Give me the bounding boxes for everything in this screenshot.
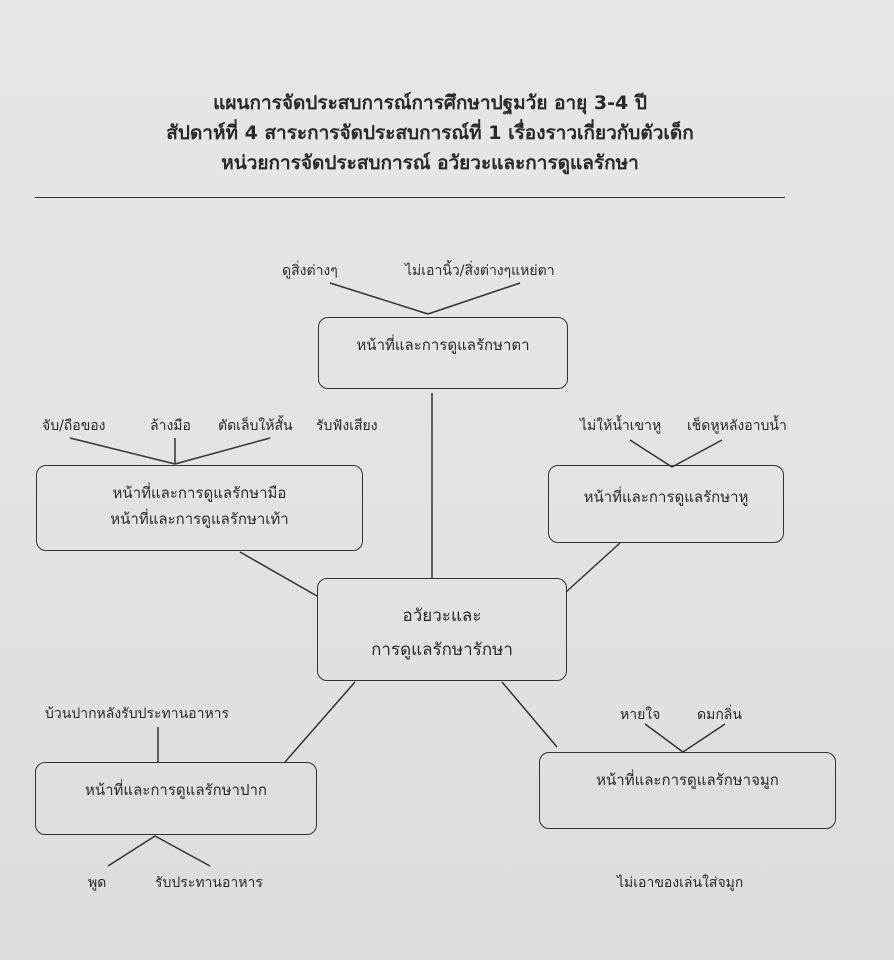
mouth-item: บ้วนปากหลังรับประทานอาหาร bbox=[45, 706, 230, 722]
mouth-item: รับประทานอาหาร bbox=[155, 875, 263, 891]
nose-node: หน้าที่และการดูแลรักษาจมูก bbox=[539, 752, 836, 829]
ear-item: เช็ดหูหลังอาบน้ำ bbox=[687, 418, 787, 434]
center-node: อวัยวะและ การดูแลรักษารักษา bbox=[317, 578, 567, 681]
mouth-node-label: หน้าที่และการดูแลรักษาปาก bbox=[84, 781, 267, 799]
eye-item: ดูสิ่งต่างๆ bbox=[282, 263, 338, 279]
mouth-item: พูด bbox=[88, 875, 107, 891]
connector bbox=[107, 835, 156, 867]
eye-item: ไม่เอานิ้ว/สิ่งต่างๆแหย่ตา bbox=[405, 263, 555, 279]
connector bbox=[671, 439, 723, 468]
center-label-2: การดูแลรักษารักษา bbox=[371, 640, 513, 660]
connector bbox=[629, 439, 673, 468]
nose-item: หายใจ bbox=[620, 707, 661, 723]
connector bbox=[154, 835, 211, 867]
divider bbox=[35, 197, 785, 198]
eye-node: หน้าที่และการดูแลรักษาตา bbox=[318, 317, 568, 389]
foot-node-label: หน้าที่และการดูแลรักษาเท้า bbox=[110, 510, 289, 528]
connector bbox=[682, 723, 726, 753]
hand-foot-node: หน้าที่และการดูแลรักษามือ หน้าที่และการด… bbox=[36, 465, 363, 551]
connector bbox=[565, 542, 621, 593]
hand-item: จับ/ถือของ bbox=[42, 418, 106, 434]
hand-item: ตัดเล็บให้สั้น bbox=[218, 418, 293, 434]
nose-node-label: หน้าที่และการดูแลรักษาจมูก bbox=[596, 771, 779, 789]
title-line-2: สัปดาห์ที่ 4 สาระการจัดประสบการณ์ที่ 1 เ… bbox=[166, 122, 694, 144]
hand-node-label: หน้าที่และการดูแลรักษามือ bbox=[112, 484, 287, 502]
mouth-node: หน้าที่และการดูแลรักษาปาก bbox=[35, 762, 317, 835]
hand-item: รับฟังเสียง bbox=[316, 418, 378, 434]
eye-node-label: หน้าที่และการดูแลรักษาตา bbox=[356, 336, 530, 354]
ear-node-label: หน้าที่และการดูแลรักษาหู bbox=[583, 488, 749, 506]
hand-item: ล้างมือ bbox=[150, 418, 191, 434]
nose-item: ไม่เอาของเล่นใส่จมูก bbox=[617, 875, 744, 891]
connector bbox=[501, 681, 558, 748]
connector bbox=[284, 681, 356, 763]
connector bbox=[239, 551, 318, 597]
connector bbox=[329, 282, 429, 315]
connector bbox=[174, 437, 271, 465]
connector bbox=[69, 437, 176, 465]
title-line-3: หน่วยการจัดประสบการณ์ อวัยวะและการดูแลรั… bbox=[221, 152, 639, 174]
ear-item: ไม่ให้น้ำเขาหู bbox=[580, 418, 662, 434]
nose-item: ดมกลิ่น bbox=[697, 707, 742, 723]
ear-node: หน้าที่และการดูแลรักษาหู bbox=[548, 465, 784, 543]
title-line-1: แผนการจัดประสบการณ์การศึกษาปฐมวัย อายุ 3… bbox=[213, 92, 647, 114]
connector bbox=[644, 723, 684, 753]
center-label-1: อวัยวะและ bbox=[402, 606, 482, 626]
connector bbox=[427, 282, 521, 315]
